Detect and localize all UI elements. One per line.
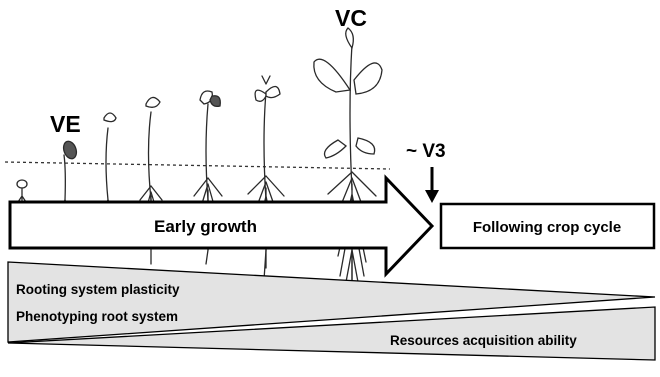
upper-wedge	[7, 261, 656, 343]
seedling-7	[313, 27, 383, 281]
roots-lower	[150, 249, 359, 287]
v3-stage-label: ~ V3	[406, 141, 446, 162]
ve-stage-label: VE	[50, 111, 81, 137]
rooting-plasticity-label: Rooting system plasticity	[16, 282, 180, 297]
soil-surface-line	[4, 161, 391, 170]
early-growth-label: Early growth	[154, 217, 257, 236]
v3-arrow-icon	[425, 167, 439, 203]
following-crop-box	[439, 202, 656, 250]
seedling-1	[16, 179, 28, 203]
following-crop-label: Following crop cycle	[473, 219, 621, 236]
early-growth-arrow	[8, 174, 435, 278]
lower-wedge	[7, 306, 656, 361]
resources-acquisition-label: Resources acquisition ability	[390, 333, 577, 348]
seedling-6	[247, 75, 285, 269]
vc-stage-label: VC	[335, 5, 367, 31]
phenotyping-root-label: Phenotyping root system	[16, 309, 178, 324]
